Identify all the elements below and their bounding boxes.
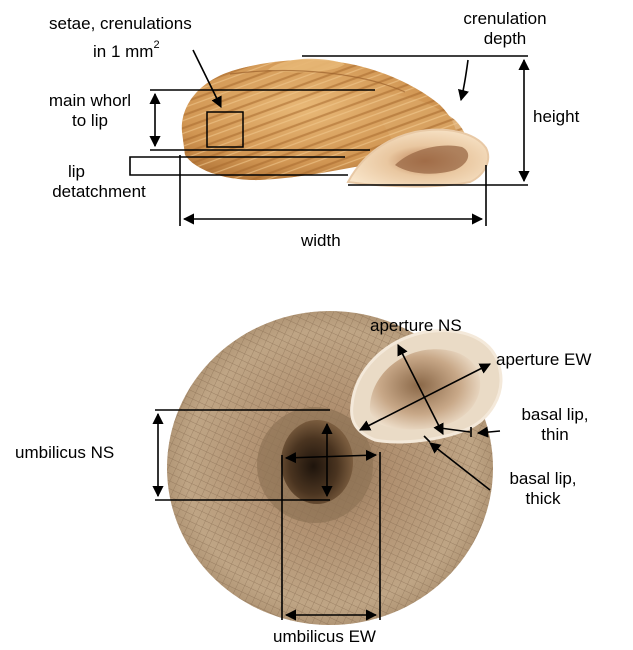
label-main-whorl-line1: main whorl bbox=[30, 91, 150, 111]
label-height: height bbox=[533, 107, 579, 127]
label-basal-lip-thick: basal lip, thick bbox=[488, 469, 598, 509]
shell-lateral-view bbox=[182, 59, 488, 187]
label-setae-crenulations: setae, crenulations bbox=[49, 14, 192, 34]
label-basal-lip-thick-line2: thick bbox=[488, 489, 598, 509]
label-area-unit: in 1 mm2 bbox=[93, 42, 160, 62]
label-umbilicus-ew: umbilicus EW bbox=[273, 627, 376, 647]
label-aperture-ew: aperture EW bbox=[496, 350, 591, 370]
label-lip-detachment-line1: lip bbox=[64, 162, 164, 182]
label-lip-detachment: lip detatchment bbox=[34, 162, 164, 202]
label-basal-lip-thick-line1: basal lip, bbox=[488, 469, 598, 489]
label-area-prefix: in 1 mm bbox=[93, 42, 153, 61]
label-basal-lip-thin-line2: thin bbox=[500, 425, 610, 445]
label-umbilicus-ns: umbilicus NS bbox=[15, 443, 114, 463]
label-lip-detachment-line2: detatchment bbox=[34, 182, 164, 202]
label-main-whorl-to-lip: main whorl to lip bbox=[30, 91, 150, 131]
label-main-whorl-line2: to lip bbox=[30, 111, 150, 131]
label-basal-lip-thin: basal lip, thin bbox=[500, 405, 610, 445]
crenulation-depth-pointer bbox=[461, 60, 468, 100]
label-width: width bbox=[301, 231, 341, 251]
label-aperture-ns: aperture NS bbox=[370, 316, 462, 336]
label-area-exponent: 2 bbox=[153, 39, 159, 51]
umbilicus bbox=[281, 420, 353, 504]
shell-umbilical-view bbox=[167, 311, 501, 625]
label-crenulation-depth-line2: depth bbox=[440, 29, 570, 49]
label-crenulation-depth: crenulation depth bbox=[440, 9, 570, 49]
label-crenulation-depth-line1: crenulation bbox=[440, 9, 570, 29]
label-basal-lip-thin-line1: basal lip, bbox=[500, 405, 610, 425]
